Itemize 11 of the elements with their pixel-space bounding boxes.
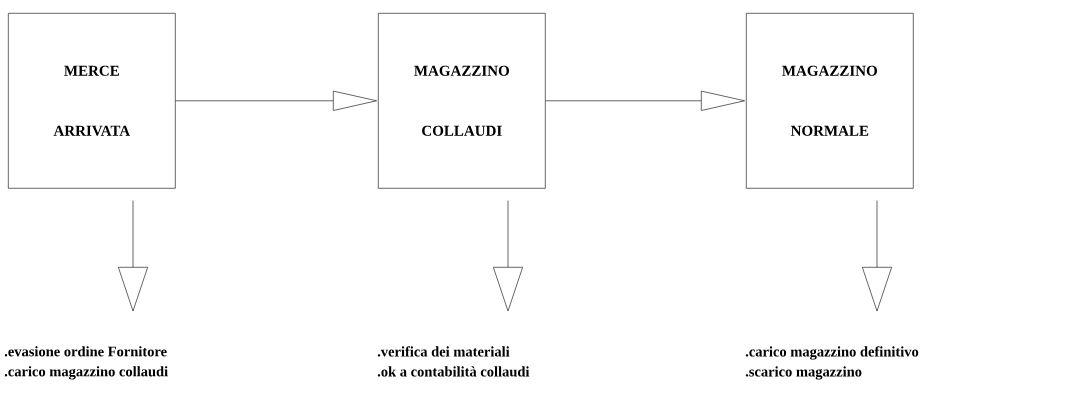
process-box: MAGAZZINO COLLAUDI (378, 13, 546, 189)
arrow (118, 200, 148, 312)
process-box: MERCE ARRIVATA (8, 13, 176, 189)
note-text: .evasione ordine Fornitore .carico magazzino collaudi (4, 346, 168, 380)
arrow (175, 90, 377, 111)
arrow (862, 200, 892, 312)
note-text: .carico magazzino definitivo .scarico magazzino (745, 346, 919, 380)
arrow (493, 200, 523, 312)
arrow (545, 90, 745, 111)
process-box: MAGAZZINO NORMALE (746, 13, 914, 189)
note-text: .verifica dei materiali .ok a contabilità collaudi (377, 346, 530, 377)
